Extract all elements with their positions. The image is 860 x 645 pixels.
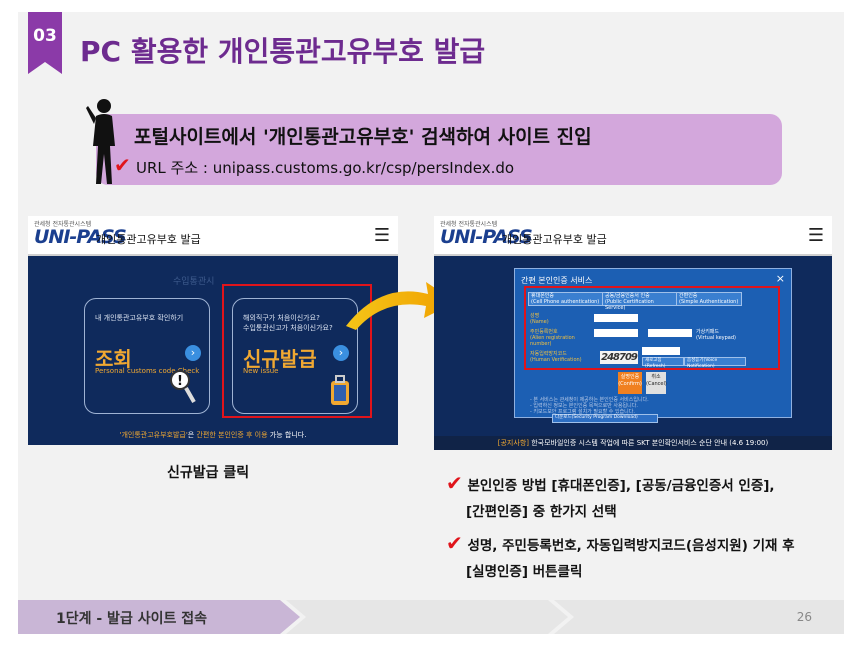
captcha-image: 248709 [600,351,638,364]
logo-caption: 관세청 전자통관시스템 [440,221,498,228]
page-title: PC 활용한 개인통관고유부호 발급 [80,35,486,68]
captcha-refresh-button[interactable]: 새로고침(Refresh) [642,357,684,369]
instruction-text: 포털사이트에서 '개인통관고유부호' 검색하여 사이트 진입 [134,126,592,148]
simple-auth-option[interactable]: 간편인증(Simple Authentication) [676,292,742,306]
svg-text:!: ! [177,374,183,389]
step-text: [실명인증] 버튼클릭 [466,564,583,580]
page-number: 26 [796,610,812,624]
checkmark-icon: ✔ [114,153,131,177]
left-caption: 신규발급 클릭 [167,465,250,481]
hamburger-icon[interactable]: ☰ [373,225,390,246]
note-part: 간편한 본인인증 후 이용 [196,431,268,439]
luggage-icon [331,375,349,405]
registration-input-front[interactable] [594,329,638,337]
screenshot-title: 개인통관고유부호 발급 [96,233,201,246]
lookup-label: 조회 [95,347,132,371]
screenshot-header: 관세청 전자통관시스템 UNI-PASS 개인통관고유부호 발급 ☰ [434,216,832,256]
notice-text: 한국모바일인증 시스템 작업에 따른 SKT 본인확인서비스 순단 안내 (4.… [529,439,769,447]
question-line: 해외직구가 처음이신가요? [243,314,320,322]
lookup-question: 내 개인통관고유부호 확인하기 [95,314,184,322]
captcha-label: 자동입력방지코드(Human Verification) [530,351,582,363]
note-part: 은 [187,431,197,439]
registration-label: 주민등록번호(Alien registration number) [530,329,575,347]
hamburger-icon[interactable]: ☰ [807,225,824,246]
footer-stage: 1단계 - 발급 사이트 접속 [56,611,207,627]
uni-pass-logo: UNI-PASS [440,226,533,248]
auth-note: '개인통관고유부호발급'은 간편한 본인인증 후 이용 가능 합니다. [28,430,398,440]
dialog-note: - 키보드보안 프로그램 설치가 필요할 수 있습니다. [530,409,635,415]
note-part: 가능 합니다. [267,431,307,439]
virtual-keypad-toggle[interactable]: 가상키패드(Virtual keypad) [696,329,736,341]
captcha-audio-button[interactable]: 음성듣기(Voice Notification) [684,357,746,369]
right-screenshot: 관세청 전자통관시스템 UNI-PASS 개인통관고유부호 발급 ☰ 간편 본인… [434,216,832,450]
logo-caption: 관세청 전자통관시스템 [34,221,92,228]
instruction-box [96,114,782,185]
dialog-note: - 입력하신 정보는 본인인증 목적으로만 사용됩니다. [530,403,638,409]
name-label: 성명(Name) [530,313,549,325]
checkmark-icon: ✔ [446,471,463,495]
new-issue-label: 신규발급 [243,347,317,371]
auth-form-highlight [524,286,780,370]
confirm-button[interactable]: 실명인증(Confirm) [618,372,642,394]
notice-bar[interactable]: [공지사항] 한국모바일인증 시스템 작업에 따른 SKT 본인확인서비스 순단… [434,436,832,450]
checkmark-icon: ✔ [446,531,463,555]
instruction-url: URL 주소 : unipass.customs.go.kr/csp/persI… [136,159,515,177]
dialog-note: - 본 서비스는 관세청이 제공하는 본인인증 서비스입니다. [530,397,649,403]
screenshot-title: 개인통관고유부호 발급 [502,233,607,246]
new-issue-sublabel: New issue [243,367,279,375]
program-download-button[interactable]: 다운로드(Security Program Download) [552,414,658,423]
step-text: 성명, 주민등록번호, 자동입력방지코드(음성지원) 기재 후 [467,538,795,554]
name-input[interactable] [594,314,638,322]
new-issue-highlight [222,284,372,418]
close-icon[interactable]: × [775,272,785,285]
question-line: 수입통관신고가 처음이신가요? [243,324,333,332]
footer-progress [18,600,844,634]
step-1: ✔ 본인인증 방법 [휴대폰인증], [공동/금융인증서 인증], [간편인증]… [446,470,775,525]
registration-input-back[interactable] [648,329,692,337]
cancel-button[interactable]: 취소(Cancel) [646,372,667,394]
phone-auth-option[interactable]: 휴대폰인증(Cell Phone authentication) [528,292,604,306]
left-screenshot: 관세청 전자통관시스템 UNI-PASS 개인통관고유부호 발급 ☰ 수입통관시… [28,216,398,445]
lookup-sublabel: Personal customs code Check [95,367,200,375]
notice-tag: [공지사항] [497,439,529,447]
captcha-input[interactable] [642,347,680,355]
step-text: [간편인증] 중 한가지 선택 [466,504,617,520]
lookup-card[interactable]: 내 개인통관고유부호 확인하기 조회 Personal customs code… [84,298,210,414]
step-text: 본인인증 방법 [휴대폰인증], [공동/금융인증서 인증], [467,478,775,494]
step-2: ✔ 성명, 주민등록번호, 자동입력방지코드(음성지원) 기재 후 [실명인증]… [446,530,795,585]
section-ribbon [28,12,62,74]
new-issue-question: 해외직구가 처음이신가요? 수입통관신고가 처음이신가요? [243,313,353,333]
screenshot-header: 관세청 전자통관시스템 UNI-PASS 개인통관고유부호 발급 ☰ [28,216,398,256]
magnifier-icon: ! [170,370,196,403]
dialog-title: 간편 본인인증 서비스 [521,276,593,285]
arrow-right-icon: › [185,345,201,361]
uni-pass-logo: UNI-PASS [34,226,127,248]
section-number: 03 [33,26,57,46]
background-text: 수입통관시 [173,277,215,287]
arrow-right-icon [346,282,456,330]
certificate-auth-option[interactable]: 공동/금융인증서 인증(Public Certification Service… [602,292,678,311]
new-issue-card[interactable]: 해외직구가 처음이신가요? 수입통관신고가 처음이신가요? 신규발급 New is… [232,298,358,414]
presenter-silhouette-icon [86,99,115,184]
arrow-right-icon: › [333,345,349,361]
note-part: '개인통관고유부호발급' [119,431,188,439]
